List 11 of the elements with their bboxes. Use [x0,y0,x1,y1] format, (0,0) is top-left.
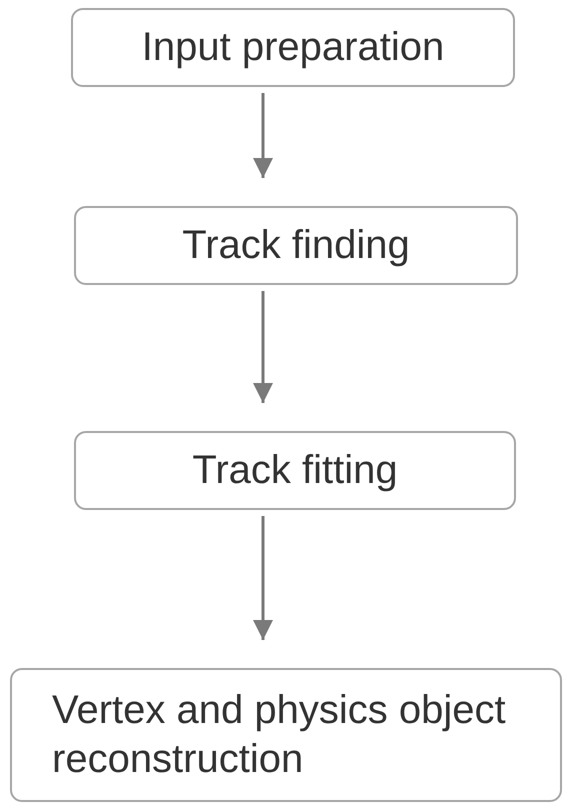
arrow [253,516,273,640]
process-box [71,8,515,87]
process-box [74,431,516,510]
process-box [10,668,562,802]
arrow [253,93,273,178]
step-label: Track finding [182,222,410,270]
step-label: Track fitting [192,447,398,494]
step-label: Input preparation [142,24,444,72]
arrow [253,291,273,403]
step-label: Vertex and physics object reconstruction [52,687,507,783]
process-box [74,206,518,285]
